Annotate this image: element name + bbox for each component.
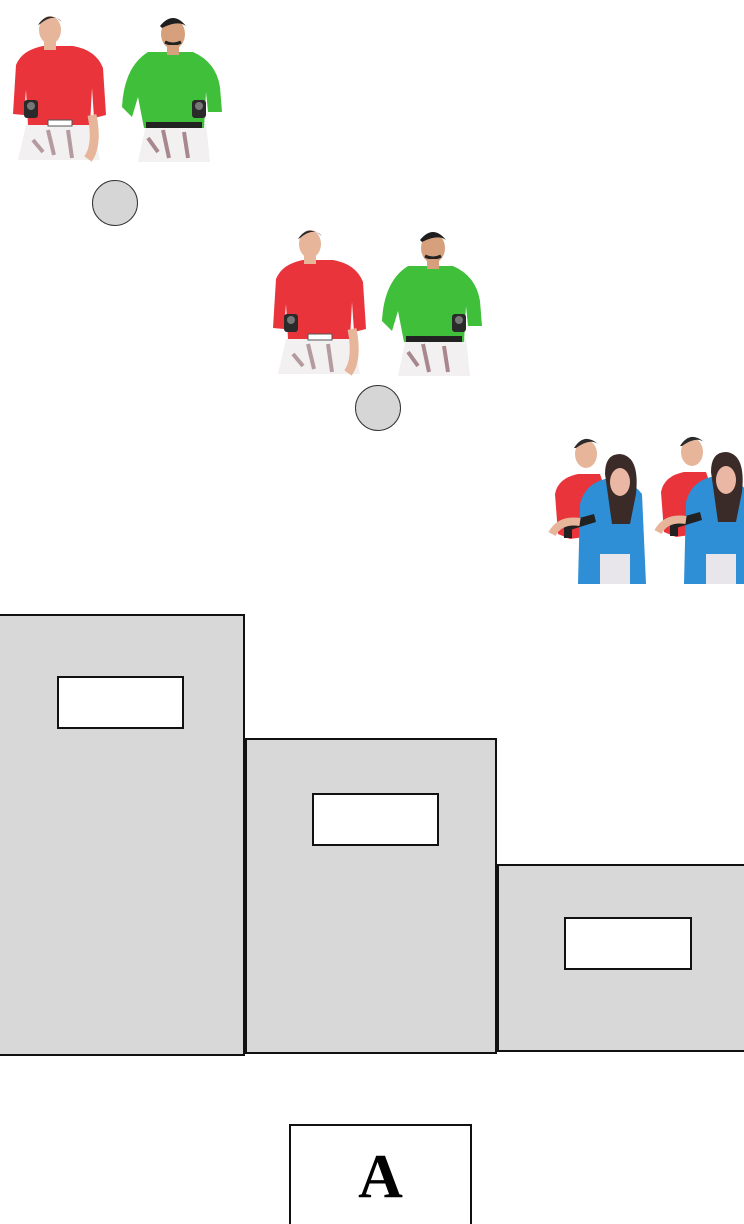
block-medium-window bbox=[312, 793, 439, 846]
block-short-window bbox=[564, 917, 692, 970]
hostage-figure-1 bbox=[550, 434, 650, 586]
label-box: A bbox=[289, 1124, 472, 1224]
block-medium bbox=[245, 738, 497, 1054]
block-tall bbox=[0, 614, 245, 1056]
shooter-figure-red bbox=[268, 224, 368, 379]
block-tall-window bbox=[57, 676, 184, 729]
hostage-figure-2 bbox=[656, 432, 744, 586]
marker-circle-1 bbox=[92, 180, 138, 226]
shooter-figure-green bbox=[118, 12, 223, 162]
block-short bbox=[497, 864, 744, 1052]
shooter-figure-green bbox=[378, 226, 483, 376]
label-text: A bbox=[291, 1146, 470, 1208]
shooter-figure-red bbox=[8, 10, 108, 165]
marker-circle-2 bbox=[355, 385, 401, 431]
